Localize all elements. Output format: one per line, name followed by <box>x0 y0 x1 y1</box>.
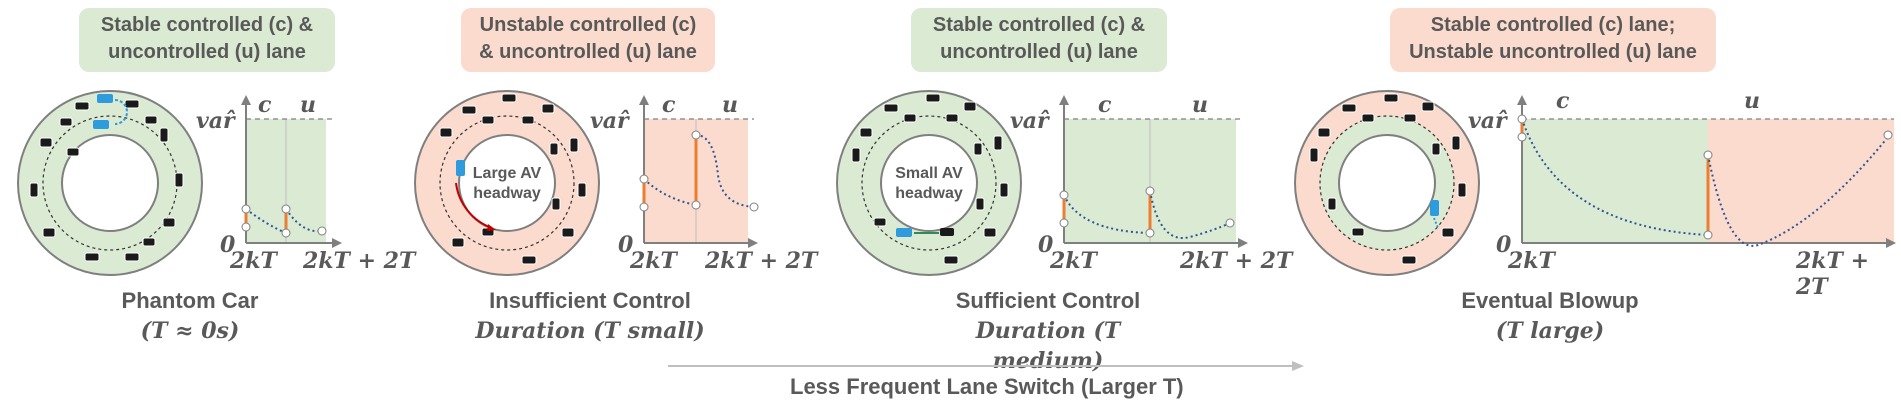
panel-1-header-line1: Stable controlled (c) & <box>100 14 314 36</box>
panel-4-caption: Eventual Blowup (T large) <box>1440 286 1660 346</box>
panel-1-lane-c: c <box>258 92 272 118</box>
panel-1-ring-road <box>17 90 203 276</box>
panel-4-header-line2: Unstable uncontrolled (u) lane <box>1409 41 1697 63</box>
panel-2-lane-c: c <box>662 92 676 118</box>
panel-2-x-start: 2kT <box>630 248 677 274</box>
panel-3-y-label: var̂ <box>1010 108 1049 134</box>
panel-4-y-label: var̂ <box>1468 108 1507 134</box>
panel-4-chart <box>1517 95 1896 248</box>
panel-1-y-label: var̂ <box>196 108 235 134</box>
panel-4-ring-road <box>1294 90 1480 276</box>
panel-2-zero: 0 <box>618 232 634 258</box>
panel-3-lane-u: u <box>1192 92 1208 118</box>
panel-1-caption-line2: (T ≈ 0s) <box>140 318 240 344</box>
bottom-label: Less Frequent Lane Switch (Larger T) <box>790 374 1184 399</box>
panel-4-caption-line2: (T large) <box>1495 318 1605 344</box>
panel-1-caption-line1: Phantom Car <box>121 288 259 313</box>
panel-1-zero: 0 <box>220 232 236 258</box>
panel-2-header-line1: Unstable controlled (c) <box>479 14 697 36</box>
panel-1-header-line2: uncontrolled (u) lane <box>108 41 306 63</box>
larger-t-arrow <box>668 361 1304 371</box>
panel-4-caption-line1: Eventual Blowup <box>1461 288 1639 313</box>
panel-3-x-start: 2kT <box>1050 248 1097 274</box>
panel-4-zero: 0 <box>1496 232 1512 258</box>
panel-1-chart <box>241 95 342 248</box>
panel-2-y-label: var̂ <box>590 108 629 134</box>
panel-2-header-line2: & uncontrolled (u) lane <box>479 41 697 63</box>
panel-2-ring-label-line1: Large AV <box>473 165 542 182</box>
panel-3-header: Stable controlled (c) & uncontrolled (u)… <box>911 8 1167 72</box>
panel-3-x-end: 2kT + 2T <box>1180 248 1293 274</box>
panel-2-ring-road: Large AV headway <box>414 90 600 276</box>
panel-2-ring-label-line2: headway <box>473 185 541 202</box>
panel-1-x-end: 2kT + 2T <box>303 248 416 274</box>
panel-3-lane-c: c <box>1098 92 1112 118</box>
panel-3-chart <box>1059 95 1248 248</box>
panel-1-lane-u: u <box>300 92 316 118</box>
panel-4-lane-c: c <box>1556 88 1570 114</box>
panel-2-header: Unstable controlled (c) & uncontrolled (… <box>461 8 715 72</box>
panel-3-caption-line1: Sufficient Control <box>955 288 1141 313</box>
panel-1-x-start: 2kT <box>230 248 277 274</box>
panel-2-caption: Insufficient Control Duration (T small) <box>455 286 725 346</box>
panel-4-x-end: 2kT + 2T <box>1796 248 1870 300</box>
panel-2-caption-line2: Duration (T small) <box>475 318 705 344</box>
panel-1-header: Stable controlled (c) & uncontrolled (u)… <box>79 8 335 72</box>
panel-3-header-line2: uncontrolled (u) lane <box>940 41 1138 63</box>
panel-2-chart <box>639 95 759 248</box>
panel-3-ring-label-line1: Small AV <box>895 165 963 182</box>
panel-3-caption: Sufficient Control Duration (T medium) <box>918 286 1178 376</box>
panel-1-caption: Phantom Car (T ≈ 0s) <box>95 286 285 346</box>
panel-4-header-line1: Stable controlled (c) lane; <box>1430 14 1676 36</box>
panel-3-caption-line2: Duration (T medium) <box>975 318 1121 374</box>
panel-2-x-end: 2kT + 2T <box>705 248 818 274</box>
panel-2-lane-u: u <box>722 92 738 118</box>
panel-3-zero: 0 <box>1038 232 1054 258</box>
panel-4-x-start: 2kT <box>1508 248 1555 274</box>
panel-4-lane-u: u <box>1744 88 1760 114</box>
panel-4-header: Stable controlled (c) lane; Unstable unc… <box>1390 8 1716 72</box>
panel-2-caption-line1: Insufficient Control <box>489 288 691 313</box>
panel-3-ring-label-line2: headway <box>895 185 963 202</box>
panel-3-ring-road: Small AV headway <box>836 90 1022 276</box>
panel-3-header-line1: Stable controlled (c) & <box>932 14 1146 36</box>
